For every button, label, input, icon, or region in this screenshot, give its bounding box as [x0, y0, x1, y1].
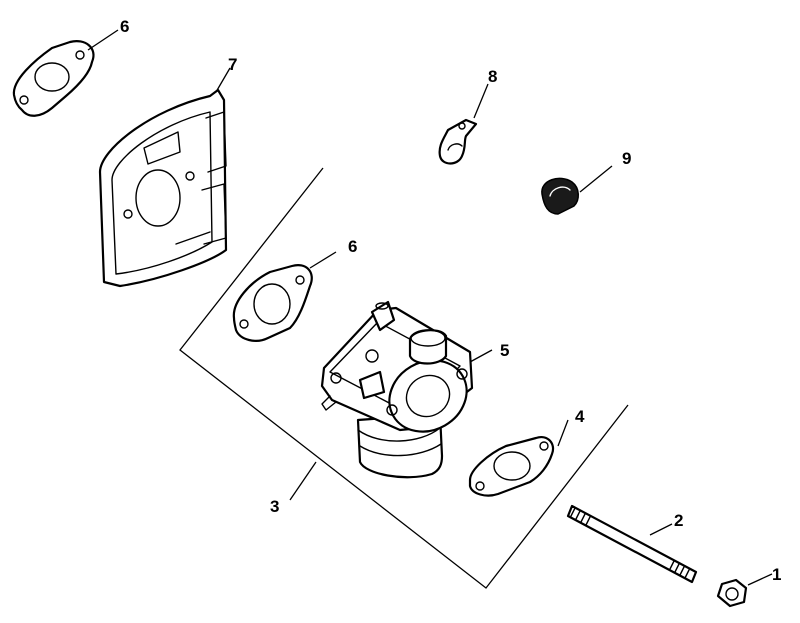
leader-8 — [473, 83, 489, 119]
hex-nut — [716, 578, 748, 608]
leader-6a — [87, 29, 119, 51]
callout-8: 8 — [488, 67, 497, 86]
mounting-stud — [566, 504, 698, 584]
grommet — [541, 177, 579, 215]
wire-clip — [438, 118, 478, 165]
callout-3: 3 — [270, 497, 279, 516]
leader-4 — [557, 419, 569, 447]
leader-6b — [309, 251, 337, 269]
gasket-top-left — [12, 40, 95, 117]
gasket-carburetor — [468, 436, 555, 497]
leader-3 — [289, 461, 317, 501]
leader-7 — [215, 67, 231, 93]
leader-9 — [579, 165, 613, 193]
gasket-inner — [232, 264, 313, 342]
callout-5: 5 — [500, 341, 509, 360]
leader-1 — [747, 573, 773, 586]
callout-1: 1 — [772, 565, 781, 584]
carburetor — [320, 300, 474, 479]
callout-9: 9 — [622, 149, 631, 168]
callout-7: 7 — [228, 55, 237, 74]
leader-5 — [469, 349, 493, 363]
callout-6-top: 6 — [120, 17, 129, 36]
kit-group-outline — [179, 167, 629, 589]
leader-2 — [649, 523, 673, 536]
callout-2: 2 — [674, 511, 683, 530]
callout-4: 4 — [575, 407, 585, 426]
air-cleaner-baffle — [98, 88, 228, 288]
callout-6-inner: 6 — [348, 237, 357, 256]
